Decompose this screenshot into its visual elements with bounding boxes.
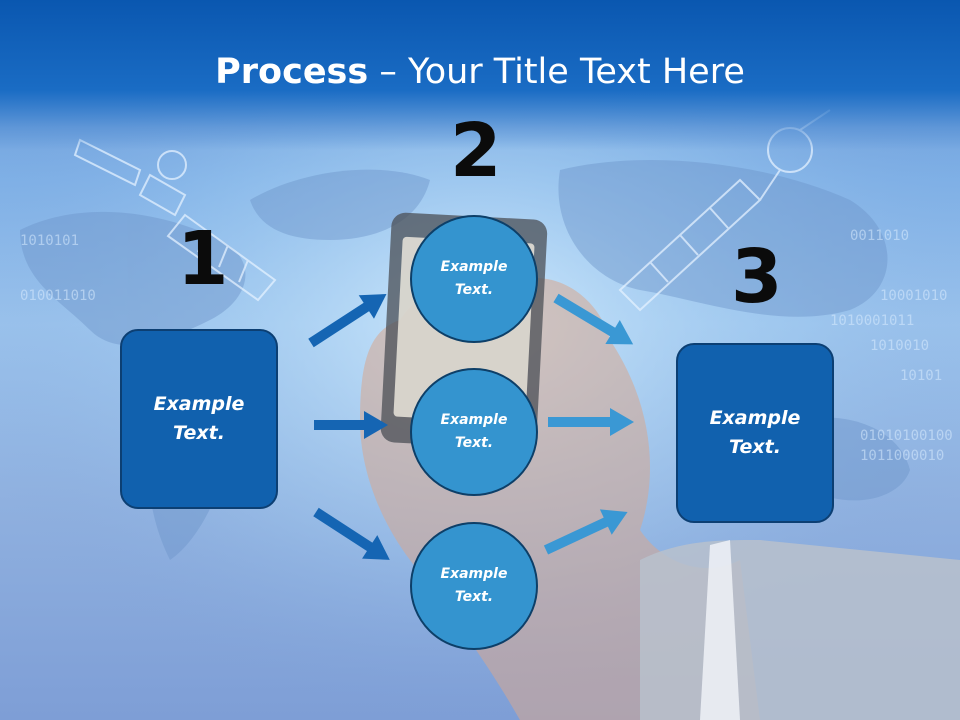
step-number-3: 3 xyxy=(731,234,783,320)
step-2-node: Example Text. xyxy=(410,522,538,650)
svg-text:1011000010: 1011000010 xyxy=(860,448,944,464)
svg-text:1010010: 1010010 xyxy=(870,338,929,354)
title-bar xyxy=(0,0,960,150)
arrow-icon xyxy=(548,408,634,436)
slide-title: Process – Your Title Text Here xyxy=(0,52,960,92)
arrow-icon xyxy=(308,293,387,348)
title-rest: – Your Title Text Here xyxy=(368,52,745,92)
svg-text:10101: 10101 xyxy=(900,368,942,384)
satellite-icon xyxy=(73,138,277,302)
step-2-node: Example Text. xyxy=(410,215,538,343)
step-1-box: Example Text. xyxy=(120,329,278,509)
step-3-box: Example Text. xyxy=(676,343,834,523)
arrow-icon xyxy=(313,507,390,560)
arrow-icon xyxy=(553,293,634,345)
svg-text:1010001011: 1010001011 xyxy=(830,313,914,329)
svg-text:010011010: 010011010 xyxy=(20,288,96,304)
step-2-node: Example Text. xyxy=(410,368,538,496)
node-text: Example Text. xyxy=(440,412,508,451)
step-1-text: Example Text. xyxy=(153,393,245,444)
svg-text:10001010: 10001010 xyxy=(880,288,947,304)
arrow-icon xyxy=(314,411,388,439)
step-3-text: Example Text. xyxy=(709,407,801,458)
svg-text:1010101: 1010101 xyxy=(20,233,79,249)
step-number-2: 2 xyxy=(450,108,502,194)
node-text: Example Text. xyxy=(440,566,508,605)
arrow-icon xyxy=(543,509,628,555)
title-bold: Process xyxy=(215,52,369,92)
node-text: Example Text. xyxy=(440,259,508,298)
svg-text:0011010: 0011010 xyxy=(850,228,909,244)
svg-text:01010100100: 01010100100 xyxy=(860,428,953,444)
step-number-1: 1 xyxy=(177,216,229,302)
